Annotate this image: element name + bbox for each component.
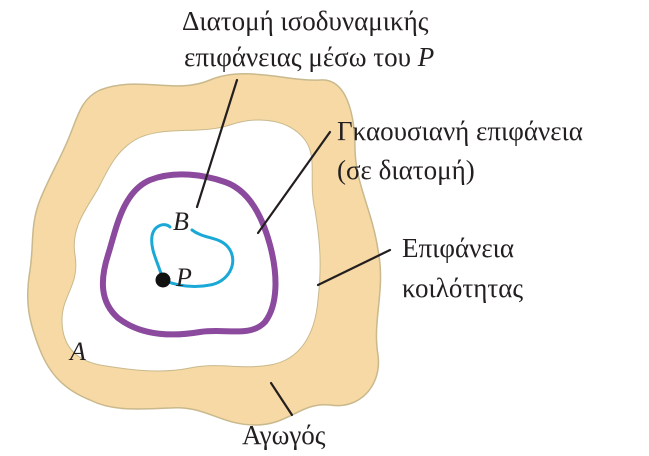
cavity-leader-line: [316, 248, 392, 287]
cavity-label-line1: Επιφάνεια: [402, 233, 514, 263]
equipotential-leader-line: [195, 78, 239, 209]
point-p-label: P: [175, 263, 192, 292]
point-p-dot: [155, 272, 171, 288]
gaussian-leader-line: [256, 130, 332, 235]
cavity-label-line2: κοιλότητας: [402, 273, 523, 303]
point-a-label: A: [68, 337, 86, 366]
equipotential-label-line2: επιφάνειας μέσω του P: [184, 42, 434, 72]
equipotential-label-line1: Διατομή ισοδυναμικής: [182, 6, 429, 36]
equipotential-label-var: P: [417, 42, 435, 72]
conductor-leader-line: [269, 381, 294, 417]
gaussian-label-line2: (σε διατομή): [337, 155, 475, 185]
gaussian-label-line1: Γκαουσιανή επιφάνεια: [337, 116, 583, 146]
cavity-region: [61, 119, 321, 372]
equipotential-curve: [150, 223, 235, 289]
conductor-label: Αγωγός: [242, 420, 326, 450]
point-b-label: B: [173, 207, 189, 236]
gaussian-surface: [99, 171, 279, 338]
equipotential-label-prefix: επιφάνειας μέσω του: [184, 42, 418, 72]
